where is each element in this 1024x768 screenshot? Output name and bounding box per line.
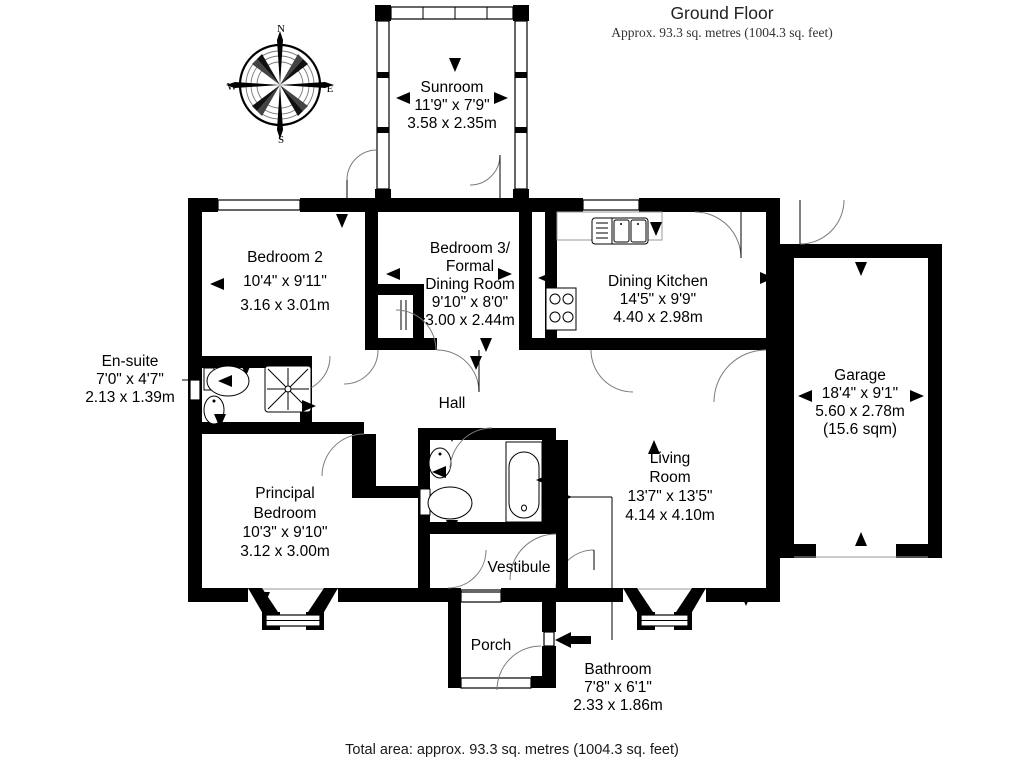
- bedroom3-name-line2: Formal: [446, 258, 494, 275]
- bathtub-icon: [505, 441, 543, 523]
- toilet-icon: [203, 365, 250, 397]
- living-room-name-line2: Room: [649, 469, 690, 486]
- bedroom3-name-line3: Dining Room: [425, 276, 515, 293]
- garage-structure: [780, 199, 942, 558]
- bay-window-principal-bedroom: [248, 588, 338, 630]
- ensuite-labels: En-suite 7'0" x 4'7" 2.13 x 1.39m: [85, 353, 175, 406]
- porch-structure: [447, 549, 595, 691]
- internal-walls: [188, 212, 766, 590]
- compass-label-west: W: [227, 81, 238, 93]
- bathroom-toilet-icon: [419, 486, 473, 520]
- compass-label-north: N: [277, 23, 285, 35]
- total-area-footer: Total area: approx. 93.3 sq. metres (100…: [345, 742, 679, 758]
- page-title: Ground Floor: [670, 3, 774, 23]
- bay-window-living-room: [623, 588, 752, 630]
- hall-name: Hall: [439, 395, 466, 412]
- living-room-name-line1: Living: [650, 450, 691, 467]
- living-room-metric: 4.14 x 4.10m: [625, 507, 715, 524]
- compass-rose: N S E W: [226, 23, 334, 146]
- garage-labels: Garage 18'4" x 9'1" 5.60 x 2.78m (15.6 s…: [815, 367, 905, 438]
- sunroom-metric: 3.58 x 2.35m: [407, 115, 497, 132]
- living-room-imperial: 13'7" x 13'5": [627, 488, 712, 505]
- compass-label-south: S: [278, 134, 284, 146]
- shower-tray-icon: [264, 365, 312, 413]
- porch-name: Porch: [471, 637, 512, 654]
- sunroom-labels: Sunroom 11'9" x 7'9" 3.58 x 2.35m: [407, 79, 497, 132]
- title-block: Ground Floor Approx. 93.3 sq. metres (10…: [462, 2, 982, 42]
- dining-kitchen-name: Dining Kitchen: [608, 273, 708, 290]
- hall-marks: [321, 338, 767, 581]
- ensuite-fixtures: [182, 365, 316, 428]
- bathroom-metric: 2.33 x 1.86m: [573, 697, 663, 714]
- bedroom3-marks: [386, 268, 512, 393]
- garage-name: Garage: [834, 367, 886, 384]
- ensuite-name: En-suite: [102, 353, 159, 370]
- bedroom2-name: Bedroom 2: [247, 249, 323, 266]
- principal-bedroom-labels: Principal Bedroom 10'3" x 9'10" 3.12 x 3…: [240, 485, 330, 560]
- sink-icon: [591, 217, 649, 245]
- bedroom2-metric: 3.16 x 3.01m: [240, 297, 330, 314]
- dining-kitchen-metric: 4.40 x 2.98m: [613, 309, 703, 326]
- bathroom-labels: Bathroom 7'8" x 6'1" 2.33 x 1.86m: [573, 661, 663, 714]
- bathroom-name: Bathroom: [584, 661, 651, 678]
- dining-kitchen-labels: Dining Kitchen 14'5" x 9'9" 4.40 x 2.98m: [608, 273, 708, 326]
- dining-kitchen-imperial: 14'5" x 9'9": [620, 291, 696, 308]
- garage-imperial: 18'4" x 9'1": [822, 385, 898, 402]
- bedroom2-imperial: 10'4" x 9'11": [243, 273, 327, 290]
- garage-metric: 5.60 x 2.78m: [815, 403, 905, 420]
- bedroom2-labels: Bedroom 2 10'4" x 9'11" 3.16 x 3.01m: [240, 249, 330, 314]
- bedroom3-labels: Bedroom 3/ Formal Dining Room 9'10" x 8'…: [425, 240, 515, 329]
- living-room-labels: Living Room 13'7" x 13'5" 4.14 x 4.10m: [625, 450, 715, 524]
- principal-bedroom-name-line1: Principal: [255, 485, 314, 502]
- principal-bedroom-imperial: 10'3" x 9'10": [242, 524, 327, 541]
- sunroom-imperial: 11'9" x 7'9": [414, 97, 489, 114]
- hob-icon: [545, 287, 577, 331]
- principal-bedroom-name-line2: Bedroom: [254, 505, 317, 522]
- sunroom-structure: [346, 5, 529, 205]
- kitchen-fixtures: [538, 211, 774, 454]
- vestibule-name: Vestibule: [488, 559, 551, 576]
- bathroom-fixtures: [419, 427, 613, 640]
- compass-label-east: E: [327, 83, 334, 95]
- entrance-arrow-icon: [555, 632, 591, 648]
- garage-area: (15.6 sqm): [823, 421, 897, 438]
- principal-bedroom-metric: 3.12 x 3.00m: [240, 543, 330, 560]
- bedroom3-imperial: 9'10" x 8'0": [432, 294, 508, 311]
- ensuite-metric: 2.13 x 1.39m: [85, 389, 175, 406]
- ensuite-imperial: 7'0" x 4'7": [96, 371, 164, 388]
- page-subtitle: Approx. 93.3 sq. metres (1004.3 sq. feet…: [611, 25, 833, 40]
- bedroom3-metric: 3.00 x 2.44m: [425, 312, 515, 329]
- bathroom-imperial: 7'8" x 6'1": [584, 679, 652, 696]
- sunroom-name: Sunroom: [421, 79, 484, 96]
- bedroom3-name-line1: Bedroom 3/: [430, 240, 511, 257]
